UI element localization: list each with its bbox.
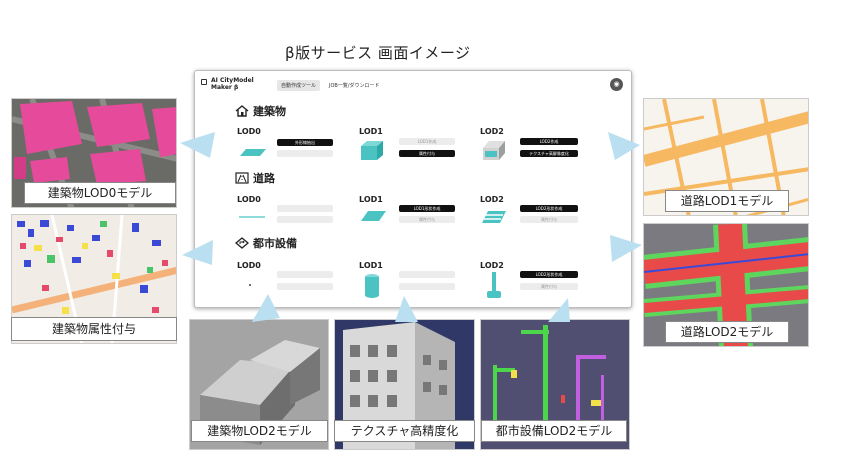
- facility-lod0-thumbnail: [249, 284, 251, 286]
- road-lod2-create-button[interactable]: LOD2形状作成: [520, 205, 578, 212]
- logo-line1: AI CityModel: [211, 77, 254, 84]
- facility-lod1-button-2: [399, 283, 455, 290]
- road-lod2-caption: 道路LOD2モデル: [665, 321, 789, 343]
- road-lod2-attribute-button[interactable]: 属性付与: [520, 216, 578, 223]
- facility-lod1-thumbnail: [365, 274, 379, 298]
- building-lod0-thumbnail: [240, 149, 266, 156]
- building-lod0-footprint-button[interactable]: 外形線抽出: [277, 139, 333, 146]
- logo-line2: Maker β: [211, 84, 239, 91]
- arrow-road-lod1: [608, 132, 640, 160]
- road-icon: [235, 172, 249, 184]
- building-lod2-thumbnail: [483, 141, 505, 160]
- road-lod2-thumbnail: [482, 211, 506, 223]
- road-lod0-label: LOD0: [237, 195, 261, 204]
- facility-icon: [235, 237, 249, 249]
- section-facility-title: 都市設備: [253, 237, 297, 250]
- road-lod1-thumbnail: [361, 211, 386, 221]
- building-lod0-caption: 建築物LOD0モデル: [24, 182, 176, 204]
- section-building: 建築物: [235, 103, 286, 119]
- app-logo[interactable]: AI CityModel Maker β: [201, 77, 254, 91]
- building-lod1-thumbnail: [361, 141, 383, 160]
- tab-auto-create[interactable]: 自動作成ツール: [277, 80, 321, 91]
- arrow-road-lod2: [610, 235, 642, 262]
- road-lod1-create-button[interactable]: LOD1形状作成: [399, 205, 455, 212]
- tab-job-list[interactable]: JOB一覧/ダウンロード: [329, 83, 380, 89]
- section-road-title: 道路: [253, 172, 275, 185]
- building-lod2-label: LOD2: [480, 127, 504, 136]
- facility-lod2-create-button[interactable]: LOD2形状作成: [520, 271, 578, 278]
- road-lod1-attribute-button[interactable]: 属性付与: [399, 216, 455, 223]
- arrow-building-lod0: [180, 132, 215, 158]
- house-icon: [235, 105, 249, 117]
- facility-lod2-caption: 都市設備LOD2モデル: [481, 420, 627, 442]
- building-lod2-caption: 建築物LOD2モデル: [191, 420, 328, 442]
- building-lod2-texture-button[interactable]: テクスチャ高解像度化: [520, 150, 578, 157]
- facility-lod2-attribute-button[interactable]: 属性付与: [520, 283, 578, 290]
- building-lod1-label: LOD1: [359, 127, 383, 136]
- building-lod1-create-button[interactable]: LOD1作成: [399, 138, 455, 145]
- section-road: 道路: [235, 170, 275, 186]
- logo-mark-icon: [201, 79, 207, 85]
- building-attr-caption: 建築物属性付与: [11, 317, 177, 341]
- facility-lod0-label: LOD0: [237, 261, 261, 270]
- user-icon[interactable]: ◉: [610, 78, 623, 91]
- road-lod1-caption: 道路LOD1モデル: [665, 190, 789, 212]
- road-lod0-thumbnail: [239, 216, 265, 218]
- road-lod1-label: LOD1: [359, 195, 383, 204]
- section-facility: 都市設備: [235, 235, 297, 251]
- app-window: AI CityModel Maker β 自動作成ツール JOB一覧/ダウンロー…: [194, 70, 632, 308]
- building-lod0-empty-button: [277, 150, 333, 157]
- section-building-title: 建築物: [253, 105, 286, 118]
- building-lod2-create-button[interactable]: LOD2作成: [520, 138, 578, 145]
- road-lod0-button-1: [277, 205, 333, 212]
- facility-lod0-button-2: [277, 283, 333, 290]
- facility-lod1-label: LOD1: [359, 261, 383, 270]
- building-lod0-label: LOD0: [237, 127, 261, 136]
- road-lod2-label: LOD2: [480, 195, 504, 204]
- arrow-building-attr: [182, 240, 213, 265]
- facility-lod1-button-1: [399, 271, 455, 278]
- arrow-texture: [395, 296, 418, 322]
- texture-caption: テクスチャ高精度化: [334, 420, 475, 442]
- page-title: β版サービス 画面イメージ: [285, 44, 471, 62]
- facility-lod2-label: LOD2: [480, 261, 504, 270]
- building-lod1-attribute-button[interactable]: 属性付与: [399, 150, 455, 157]
- facility-lod0-button-1: [277, 271, 333, 278]
- facility-lod2-thumbnail: [487, 272, 501, 298]
- arrow-facility-lod2: [548, 298, 570, 322]
- app-header: AI CityModel Maker β 自動作成ツール JOB一覧/ダウンロー…: [195, 71, 631, 99]
- road-lod0-button-2: [277, 216, 333, 223]
- arrow-building-lod2: [252, 294, 280, 322]
